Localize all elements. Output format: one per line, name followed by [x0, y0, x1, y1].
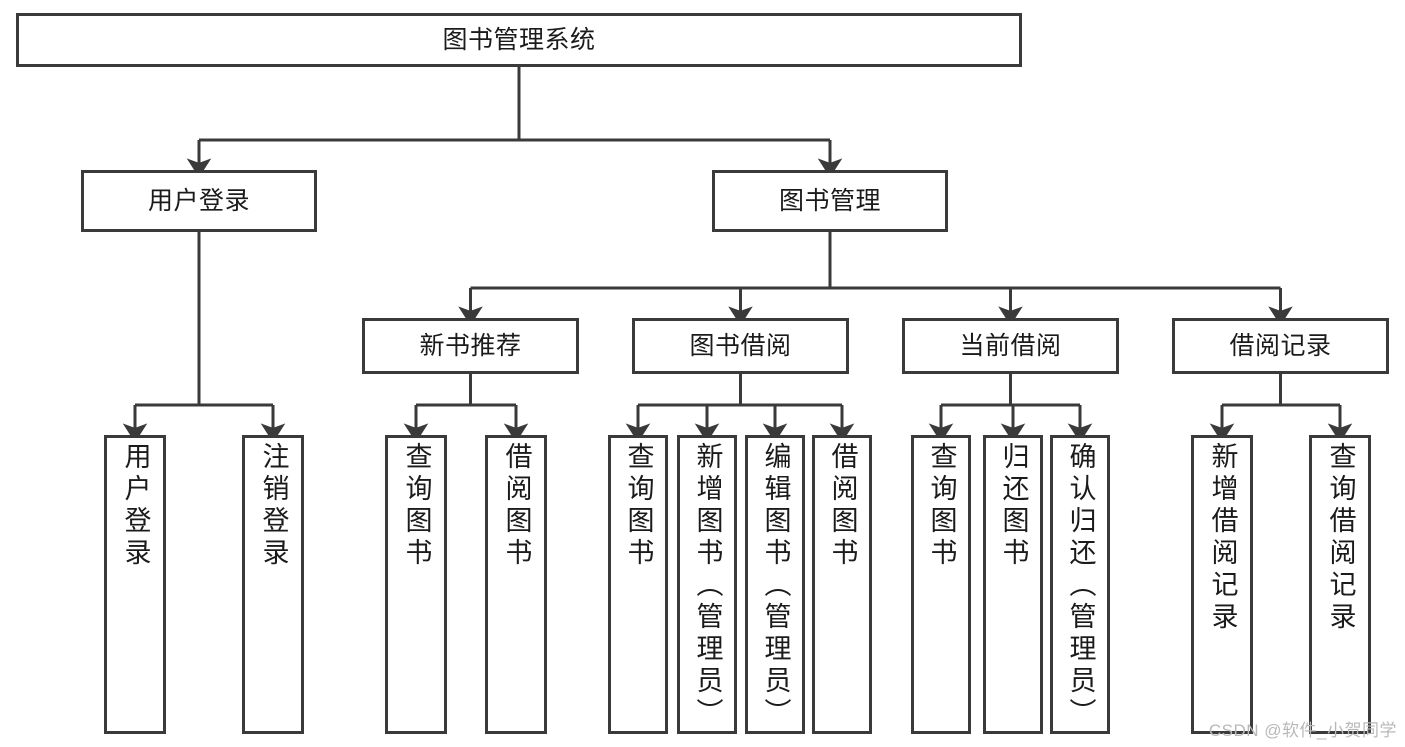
- node-label: 新增图书（管理员）: [692, 442, 723, 730]
- node-label: 新增借阅记录: [1207, 442, 1238, 634]
- node-label: 注销登录: [258, 442, 289, 570]
- node-leaf-br-add[interactable]: 新增借阅记录: [1191, 435, 1253, 734]
- node-current-borrow[interactable]: 当前借阅: [902, 318, 1119, 374]
- node-leaf-bb-edit[interactable]: 编辑图书（管理员）: [745, 435, 805, 734]
- node-label: 查询图书: [926, 442, 957, 570]
- node-leaf-bb-query[interactable]: 查询图书: [608, 435, 668, 734]
- node-label: 借阅图书: [501, 442, 532, 570]
- node-label: 借阅图书: [827, 442, 858, 570]
- node-label: 确认归还（管理员）: [1065, 442, 1096, 730]
- node-leaf-rec-query[interactable]: 查询图书: [385, 435, 447, 734]
- node-label: 用户登录: [147, 186, 250, 215]
- node-user-login[interactable]: 用户登录: [81, 170, 317, 232]
- watermark: CSDN @软件_小贺同学: [1208, 721, 1397, 740]
- node-root[interactable]: 图书管理系统: [16, 13, 1022, 67]
- node-label: 编辑图书（管理员）: [760, 442, 791, 730]
- node-leaf-cb-return[interactable]: 归还图书: [983, 435, 1043, 734]
- node-book-manage[interactable]: 图书管理: [712, 170, 948, 232]
- node-label: 图书管理系统: [442, 25, 596, 54]
- node-leaf-bb-borrow[interactable]: 借阅图书: [812, 435, 872, 734]
- node-label: 借阅记录: [1229, 331, 1332, 360]
- node-label: 当前借阅: [959, 331, 1062, 360]
- node-leaf-user-logout[interactable]: 注销登录: [242, 435, 304, 734]
- node-leaf-cb-query[interactable]: 查询图书: [911, 435, 971, 734]
- node-book-borrow[interactable]: 图书借阅: [632, 318, 849, 374]
- node-label: 查询图书: [623, 442, 654, 570]
- node-label: 图书管理: [778, 186, 881, 215]
- node-label: 新书推荐: [419, 331, 522, 360]
- node-label: 图书借阅: [689, 331, 792, 360]
- node-leaf-user-login[interactable]: 用户登录: [104, 435, 166, 734]
- node-leaf-br-query[interactable]: 查询借阅记录: [1309, 435, 1371, 734]
- node-label: 查询借阅记录: [1325, 442, 1356, 634]
- node-label: 查询图书: [401, 442, 432, 570]
- node-leaf-bb-add[interactable]: 新增图书（管理员）: [677, 435, 737, 734]
- node-leaf-cb-confirm[interactable]: 确认归还（管理员）: [1050, 435, 1110, 734]
- node-leaf-rec-borrow[interactable]: 借阅图书: [485, 435, 547, 734]
- node-label: 归还图书: [998, 442, 1029, 570]
- node-borrow-record[interactable]: 借阅记录: [1172, 318, 1389, 374]
- node-label: 用户登录: [120, 442, 151, 570]
- node-new-book-rec[interactable]: 新书推荐: [362, 318, 579, 374]
